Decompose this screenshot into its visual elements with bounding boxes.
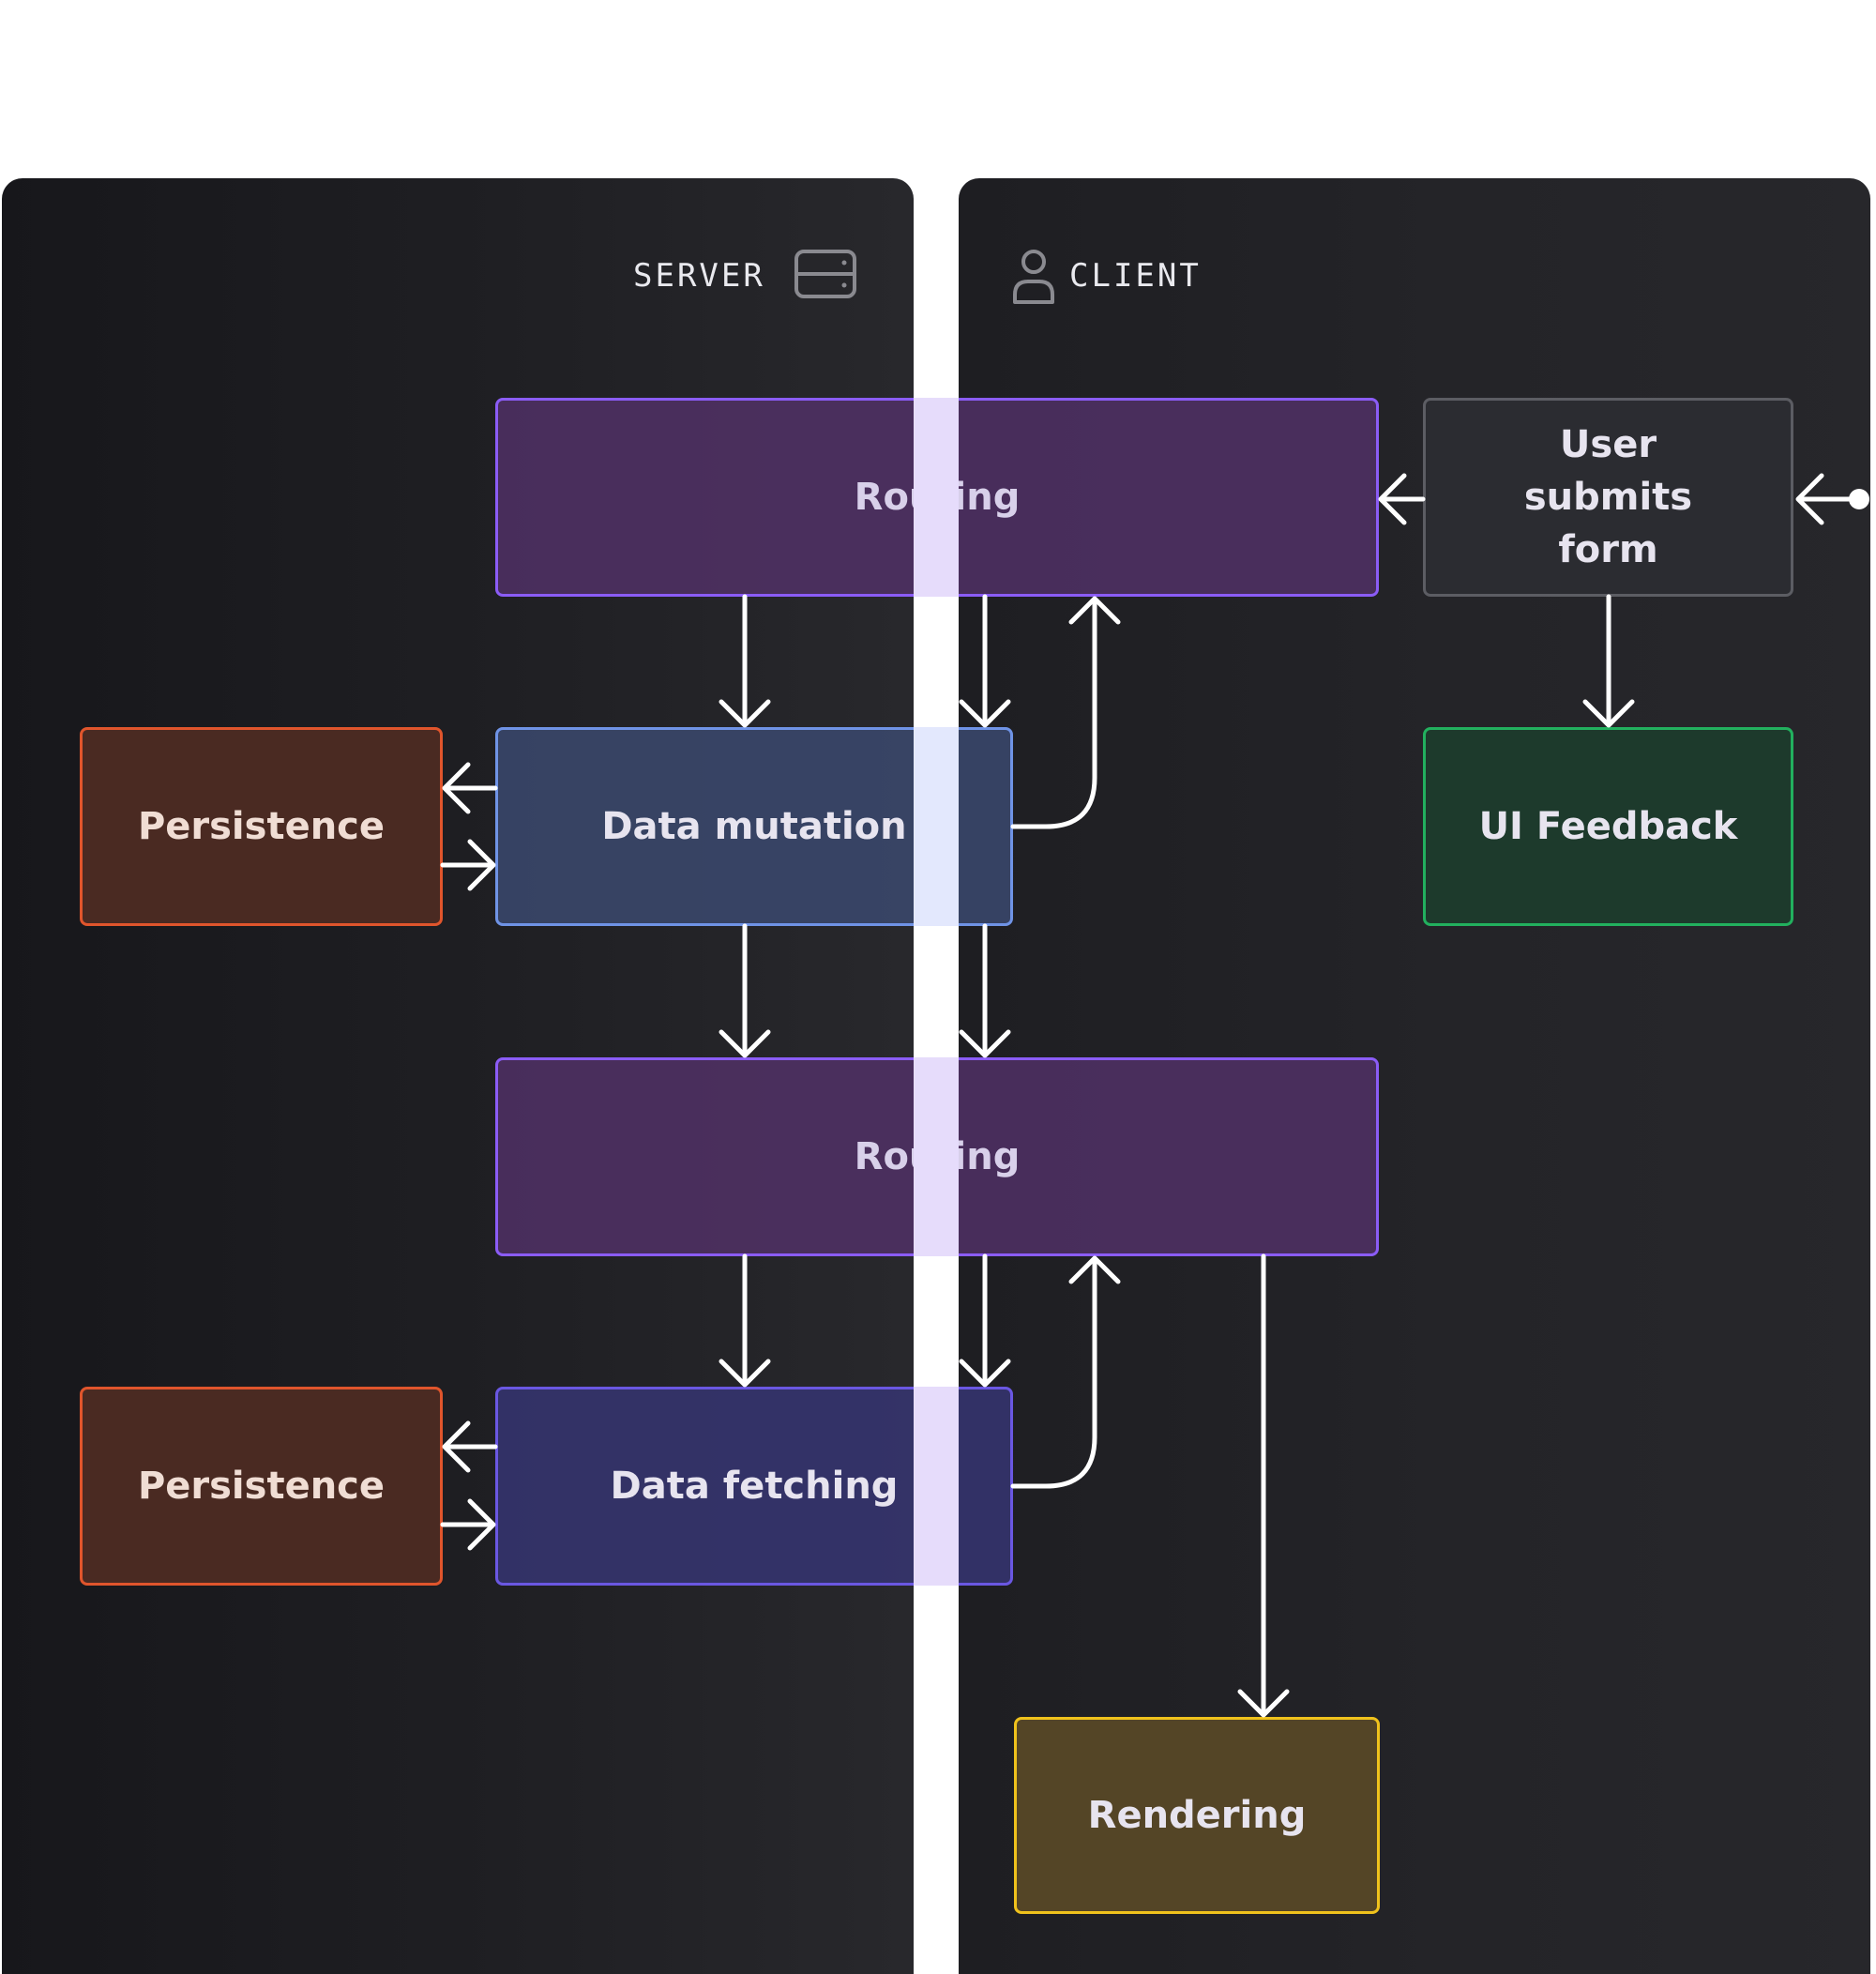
persistence-node-top: Persistence: [80, 727, 443, 926]
rendering-node: Rendering: [1014, 1717, 1380, 1914]
boundary-overlap-fetching: [914, 1387, 959, 1586]
persistence-node-bottom: Persistence: [80, 1387, 443, 1586]
ui-feedback-node: UI Feedback: [1423, 727, 1793, 926]
server-icon: [794, 250, 856, 298]
persistence-bottom-label: Persistence: [137, 1465, 386, 1508]
persistence-top-label: Persistence: [137, 805, 386, 848]
boundary-overlap-routing-bottom: [914, 1057, 959, 1256]
user-submits-form-label: User submits form: [1523, 423, 1693, 571]
rendering-label: Rendering: [1087, 1794, 1307, 1837]
data-mutation-label: Data mutation: [601, 805, 907, 848]
user-icon: [1013, 250, 1054, 304]
data-fetching-label: Data fetching: [610, 1465, 899, 1508]
ui-feedback-label: UI Feedback: [1478, 805, 1738, 848]
server-label: SERVER: [633, 257, 765, 295]
user-submits-form-node: User submits form: [1423, 398, 1793, 597]
client-label: CLIENT: [1069, 257, 1202, 295]
boundary-overlap-mutation: [914, 727, 959, 926]
boundary-overlap-routing-top: [914, 398, 959, 597]
